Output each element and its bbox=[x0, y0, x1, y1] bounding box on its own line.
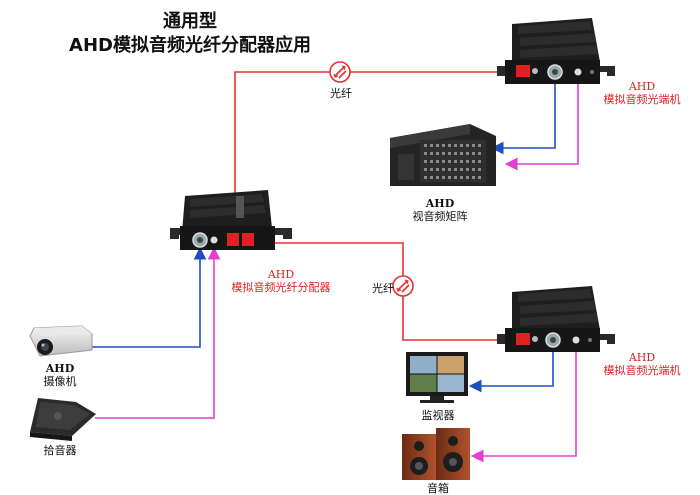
camera-label-line1: AHD bbox=[45, 362, 75, 375]
camera-icon bbox=[29, 325, 93, 357]
fiber-label-bottom: 光纤 bbox=[372, 282, 394, 295]
monitor-label: 监视器 bbox=[421, 409, 455, 422]
top-receiver-label-line1: AHD bbox=[628, 80, 656, 93]
matrix-label: AHD 视音频矩阵 bbox=[400, 197, 480, 223]
fiber-label-top: 光纤 bbox=[330, 87, 352, 100]
splitter-label: AHD 模拟音频光纤分配器 bbox=[216, 268, 346, 294]
video-line-matrix bbox=[490, 80, 556, 155]
fiber-port bbox=[242, 233, 254, 246]
camera-label: AHD 摄像机 bbox=[30, 362, 90, 388]
microphone-icon bbox=[30, 398, 96, 441]
top-optical-receiver bbox=[497, 18, 615, 84]
speaker-icon bbox=[402, 428, 470, 480]
audio-line-matrix bbox=[504, 80, 579, 171]
audio-line-mic bbox=[95, 246, 221, 419]
splitter-label-line1: AHD bbox=[267, 268, 295, 281]
fiber-splitter bbox=[170, 190, 292, 250]
matrix-label-line1: AHD bbox=[425, 197, 455, 210]
audio-port bbox=[572, 336, 580, 344]
splitter-label-line2: 模拟音频光纤分配器 bbox=[231, 281, 331, 294]
bottom-optical-receiver bbox=[497, 286, 615, 352]
video-line-monitor bbox=[468, 348, 554, 393]
av-matrix bbox=[390, 124, 496, 186]
audio-port bbox=[210, 236, 218, 244]
title-line-1: 通用型 bbox=[163, 11, 217, 32]
fiber-link-icon bbox=[329, 61, 351, 83]
bottom-receiver-label: AHD 模拟音频光端机 bbox=[592, 351, 692, 377]
fiber-line-top bbox=[234, 71, 520, 232]
camera-label-line2: 摄像机 bbox=[43, 375, 77, 388]
speaker-label: 音箱 bbox=[427, 482, 449, 495]
fiber-port bbox=[516, 333, 530, 345]
video-line-camera bbox=[90, 246, 207, 348]
monitor-icon bbox=[406, 352, 468, 403]
fiber-port bbox=[227, 233, 239, 246]
fiber-port bbox=[516, 65, 530, 77]
bottom-receiver-label-line2: 模拟音频光端机 bbox=[603, 364, 681, 377]
mic-label: 拾音器 bbox=[43, 444, 77, 457]
audio-port bbox=[574, 68, 582, 76]
title-line-2: AHD模拟音频光纤分配器应用 bbox=[69, 35, 311, 56]
bottom-receiver-label-line1: AHD bbox=[628, 351, 656, 364]
matrix-label-line2: 视音频矩阵 bbox=[412, 210, 468, 223]
audio-line-speaker bbox=[470, 348, 577, 463]
top-receiver-label-line2: 模拟音频光端机 bbox=[603, 93, 681, 106]
fiber-link-icon bbox=[392, 275, 414, 297]
top-receiver-label: AHD 模拟音频光端机 bbox=[592, 80, 692, 106]
diagram-title: 通用型 AHD模拟音频光纤分配器应用 bbox=[40, 10, 340, 58]
